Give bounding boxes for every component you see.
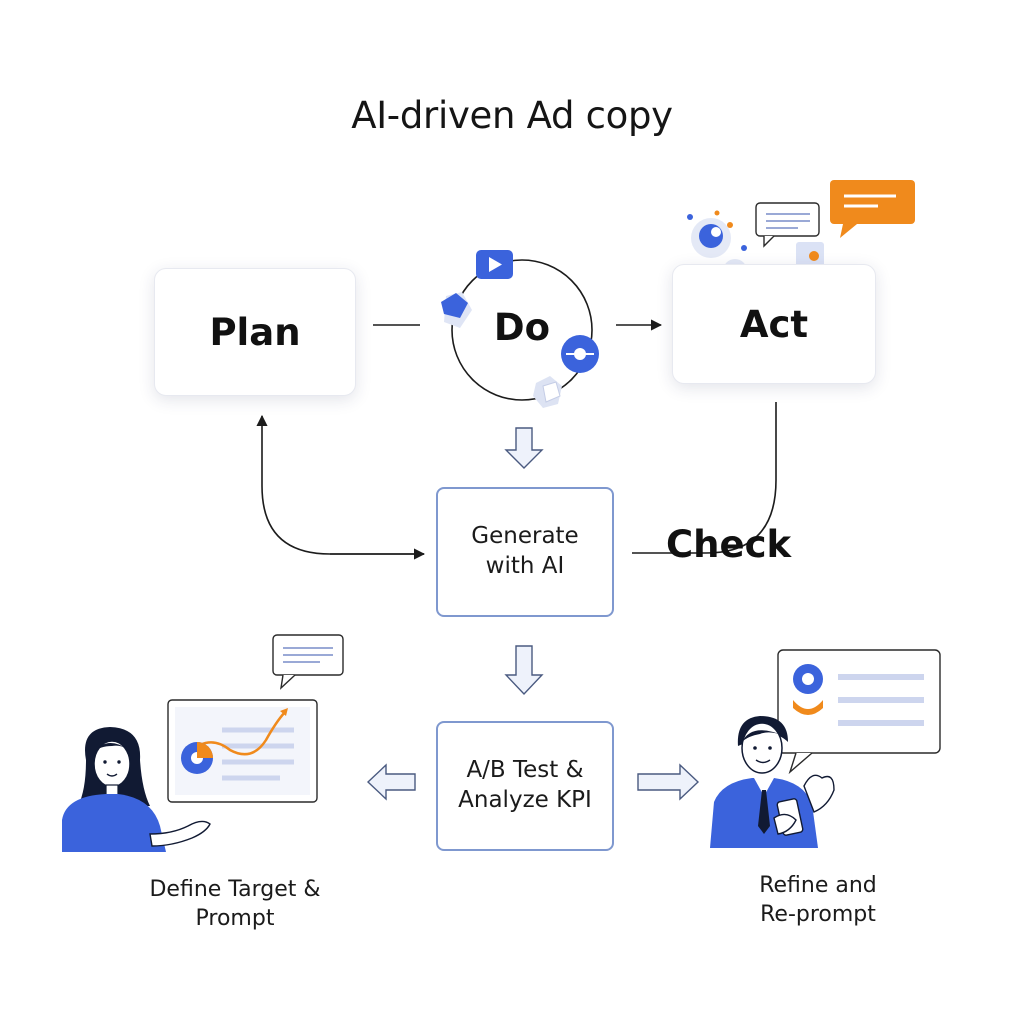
chat-panel-icon [777,649,941,775]
chat-bubble-icon [755,202,820,248]
do-cycle-ring [451,259,593,401]
man-illustration [710,649,941,848]
do-cycle [441,250,599,408]
define-target-caption: Define Target & Prompt [149,877,321,931]
chat-bubble-icon [272,634,344,690]
disc-icon [561,335,599,373]
plan-card: Plan [154,268,356,396]
ab-test-box: A/B Test & Analyze KPI [436,721,614,851]
play-icon [476,250,513,279]
line-chart-icon [167,699,318,803]
woman-figure [62,727,211,852]
do-label: Do [493,306,551,349]
man-figure [710,716,835,848]
down-arrow-2 [504,645,544,696]
act-card: Act [672,264,876,384]
generate-with-ai-box: Generate with AI [436,487,614,617]
refine-caption: Refine and Re-prompt [759,873,877,927]
right-arrow [637,763,700,801]
check-label: Check [666,523,792,566]
act-to-check-line [632,402,777,554]
down-arrows [504,427,544,696]
diagram-title: AI-driven Ad copy [351,94,673,137]
small-cube-icon [533,376,562,408]
cube-icon [441,292,472,328]
left-arrow [366,763,416,801]
side-arrows [366,763,700,801]
woman-illustration [62,634,344,852]
orange-chat-bubble-icon [830,180,915,238]
down-arrow-1 [504,427,544,469]
generate-to-plan-arrow [256,414,424,555]
connector-lines [256,319,777,560]
